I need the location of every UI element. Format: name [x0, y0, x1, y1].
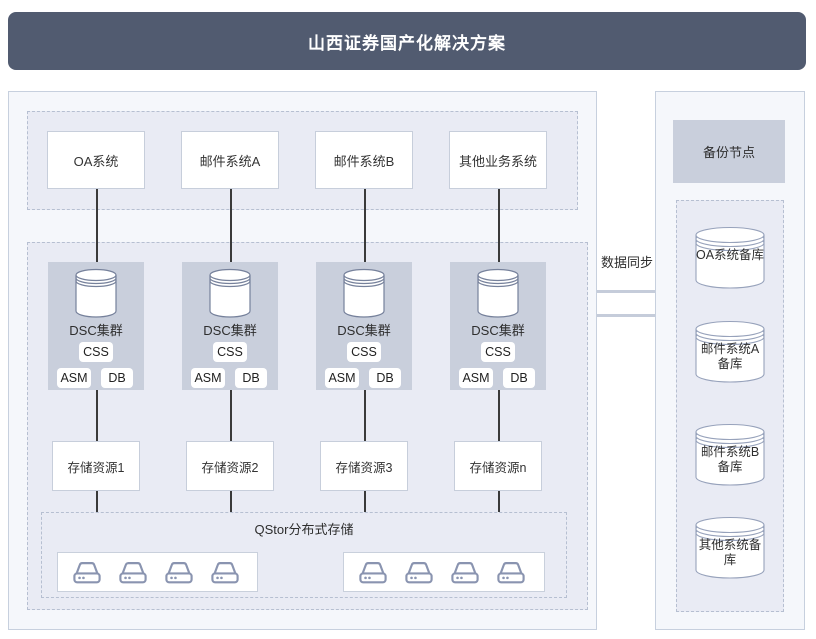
disk-drive-icon	[497, 562, 525, 584]
dsc-cluster-node: DSC集群 CSS ASM DB	[316, 262, 412, 390]
connector-line	[364, 189, 366, 262]
disk-drive-icon	[405, 562, 433, 584]
database-cylinder-icon	[695, 226, 765, 289]
connector-line	[230, 491, 232, 512]
database-cylinder-icon	[343, 268, 385, 318]
title-bar: 山西证券国产化解决方案	[8, 12, 806, 70]
database-cylinder-icon	[477, 268, 519, 318]
connector-line	[230, 189, 232, 262]
backup-db-other: 其他系统备库	[694, 516, 766, 580]
data-sync-label: 数据同步	[601, 255, 654, 270]
db-chip: DB	[235, 368, 267, 388]
css-chip: CSS	[347, 342, 381, 362]
dsc-cluster-label: DSC集群	[471, 323, 525, 338]
backup-db-label: 其他系统备库	[698, 538, 762, 567]
connector-line	[96, 390, 98, 441]
app-system-label: OA系统	[73, 153, 119, 169]
disk-drive-icon	[451, 562, 479, 584]
app-system-label: 邮件系统A	[199, 153, 261, 169]
disk-drive-icon	[359, 562, 387, 584]
dsc-cluster-node: DSC集群 CSS ASM DB	[450, 262, 546, 390]
connector-line	[96, 491, 98, 512]
backup-db-mail-b: 邮件系统B备库	[694, 423, 766, 487]
backup-db-mail-a: 邮件系统A备库	[694, 320, 766, 384]
db-chip: DB	[503, 368, 535, 388]
dsc-cluster-label: DSC集群	[337, 323, 391, 338]
storage-resource-label: 存储资源2	[201, 460, 259, 475]
disk-shelf-right	[343, 552, 545, 592]
dsc-cluster-label: DSC集群	[203, 323, 257, 338]
storage-resource-box: 存储资源n	[454, 441, 542, 491]
disk-drive-icon	[211, 562, 239, 584]
asm-chip: ASM	[57, 368, 91, 388]
storage-resource-label: 存储资源1	[67, 460, 125, 475]
dsc-cluster-node: DSC集群 CSS ASM DB	[48, 262, 144, 390]
css-chip: CSS	[79, 342, 113, 362]
css-chip: CSS	[213, 342, 247, 362]
sync-link-line	[597, 290, 655, 293]
app-system-box-other: 其他业务系统	[449, 131, 547, 189]
disk-shelf-left	[57, 552, 258, 592]
connector-line	[96, 189, 98, 262]
backup-db-label: OA系统备库	[695, 248, 765, 262]
disk-drive-icon	[119, 562, 147, 584]
app-system-box-mail-a: 邮件系统A	[181, 131, 279, 189]
backup-db-label: 邮件系统A备库	[700, 342, 760, 371]
disk-drive-icon	[165, 562, 193, 584]
database-cylinder-icon	[695, 516, 765, 579]
css-chip: CSS	[481, 342, 515, 362]
asm-chip: ASM	[191, 368, 225, 388]
app-system-box-mail-b: 邮件系统B	[315, 131, 413, 189]
storage-resource-label: 存储资源n	[469, 460, 527, 475]
database-cylinder-icon	[695, 423, 765, 486]
app-system-label: 邮件系统B	[333, 153, 395, 169]
database-cylinder-icon	[75, 268, 117, 318]
dsc-cluster-label: DSC集群	[69, 323, 123, 338]
page-title: 山西证券国产化解决方案	[308, 33, 506, 53]
database-cylinder-icon	[695, 320, 765, 383]
backup-db-oa: OA系统备库	[694, 226, 766, 290]
connector-line	[364, 390, 366, 441]
db-chip: DB	[101, 368, 133, 388]
storage-resource-box: 存储资源2	[186, 441, 274, 491]
db-chip: DB	[369, 368, 401, 388]
asm-chip: ASM	[325, 368, 359, 388]
qstor-title: QStor分布式存储	[254, 522, 354, 537]
connector-line	[498, 390, 500, 441]
app-system-label: 其他业务系统	[458, 153, 537, 169]
database-cylinder-icon	[209, 268, 251, 318]
asm-chip: ASM	[459, 368, 493, 388]
dsc-cluster-node: DSC集群 CSS ASM DB	[182, 262, 278, 390]
storage-resource-box: 存储资源1	[52, 441, 140, 491]
app-system-box-oa: OA系统	[47, 131, 145, 189]
disk-drive-icon	[73, 562, 101, 584]
connector-line	[498, 189, 500, 262]
storage-resource-box: 存储资源3	[320, 441, 408, 491]
sync-link-line	[597, 314, 655, 317]
connector-line	[230, 390, 232, 441]
storage-resource-label: 存储资源3	[335, 460, 393, 475]
backup-db-label: 邮件系统B备库	[700, 445, 760, 474]
connector-line	[364, 491, 366, 512]
connector-line	[498, 491, 500, 512]
backup-node-header: 备份节点	[673, 120, 785, 183]
